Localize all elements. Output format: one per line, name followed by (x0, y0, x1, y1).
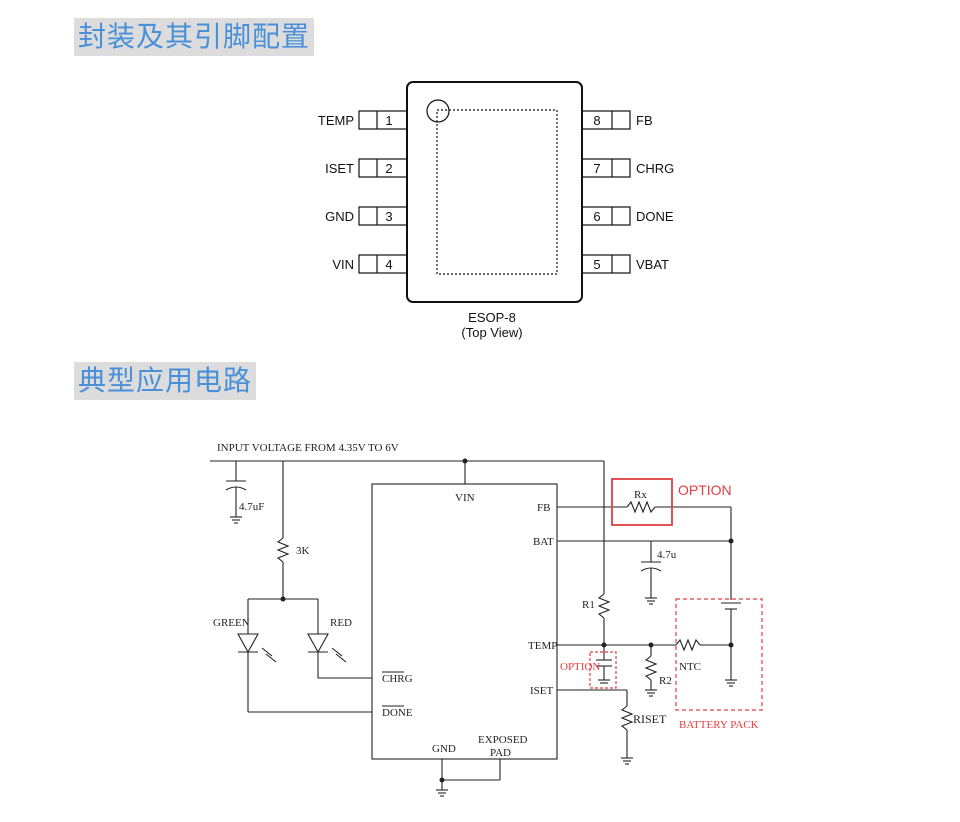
option-box-cap (589, 651, 617, 689)
pin-number: 2 (385, 161, 392, 176)
res-led-label: 3K (296, 545, 310, 557)
option-left-label: OPTION (560, 661, 600, 673)
ic-iset-label: ISET (530, 685, 554, 697)
ic-chrg-label: CHRG (382, 673, 413, 685)
battery-pack-label: BATTERY PACK (679, 719, 759, 731)
pin-name: VIN (332, 257, 354, 272)
pin-number: 3 (385, 209, 392, 224)
package-name: ESOP-8 (468, 310, 516, 325)
cap-in-label: 4.7uF (239, 501, 264, 513)
section-heading-circuit: 典型应用电路 (74, 362, 257, 400)
ic-fb-label: FB (537, 502, 550, 514)
pin-box (581, 110, 631, 130)
pin-box (581, 158, 631, 178)
package-pinout (358, 81, 631, 303)
cap-bat-label: 4.7u (657, 549, 677, 561)
pin-name: CHRG (636, 161, 674, 176)
battery-pack-box (675, 598, 763, 711)
pin-name: DONE (636, 209, 674, 224)
circuit-labels: INPUT VOLTAGE FROM 4.35V TO 6V 4.7uF 3K … (213, 442, 759, 759)
input-voltage-label: INPUT VOLTAGE FROM 4.35V TO 6V (217, 442, 399, 454)
pin-name: ISET (325, 161, 354, 176)
pin-box (358, 206, 408, 226)
ic-temp-label: TEMP (528, 640, 557, 652)
r2-label: R2 (659, 675, 672, 687)
pin-box (358, 254, 408, 274)
pin-number: 7 (593, 161, 600, 176)
led-red-label: RED (330, 617, 352, 629)
pin-box (581, 206, 631, 226)
led-green-label: GREEN (213, 617, 250, 629)
package-body (406, 81, 583, 303)
pin-name: GND (325, 209, 354, 224)
circuit-wires (210, 460, 741, 797)
rx-label: Rx (634, 489, 647, 501)
pin-number: 8 (593, 113, 600, 128)
pin-number: 5 (593, 257, 600, 272)
pin1-marker (426, 99, 450, 123)
pin-name: TEMP (318, 113, 354, 128)
pin-number: 4 (385, 257, 392, 272)
ic-gnd-label: GND (432, 743, 456, 755)
pin-box (358, 110, 408, 130)
pin-box (581, 254, 631, 274)
pin-name: VBAT (636, 257, 669, 272)
junction-dots (280, 458, 734, 783)
pin-name: FB (636, 113, 653, 128)
ic-exposed-label: EXPOSED (478, 734, 528, 746)
option-top-label: OPTION (678, 482, 732, 498)
ic-done-label: DONE (382, 707, 413, 719)
pin-number: 1 (385, 113, 392, 128)
ic-vin-label: VIN (455, 492, 475, 504)
ic-pad-label: PAD (490, 747, 511, 759)
package-labels: TEMP 1 ISET 2 GND 3 VIN 4 8 FB 7 CHRG 6 … (318, 113, 674, 340)
exposed-pad-outline (436, 109, 558, 275)
ntc-label: NTC (679, 661, 701, 673)
option-box-rx (611, 478, 673, 526)
r1-label: R1 (582, 599, 595, 611)
package-view: (Top View) (461, 325, 522, 340)
ic-bat-label: BAT (533, 536, 554, 548)
pin-number: 6 (593, 209, 600, 224)
pin-box (358, 158, 408, 178)
riset-label: RISET (633, 712, 667, 726)
section-heading-package: 封装及其引脚配置 (74, 18, 315, 56)
